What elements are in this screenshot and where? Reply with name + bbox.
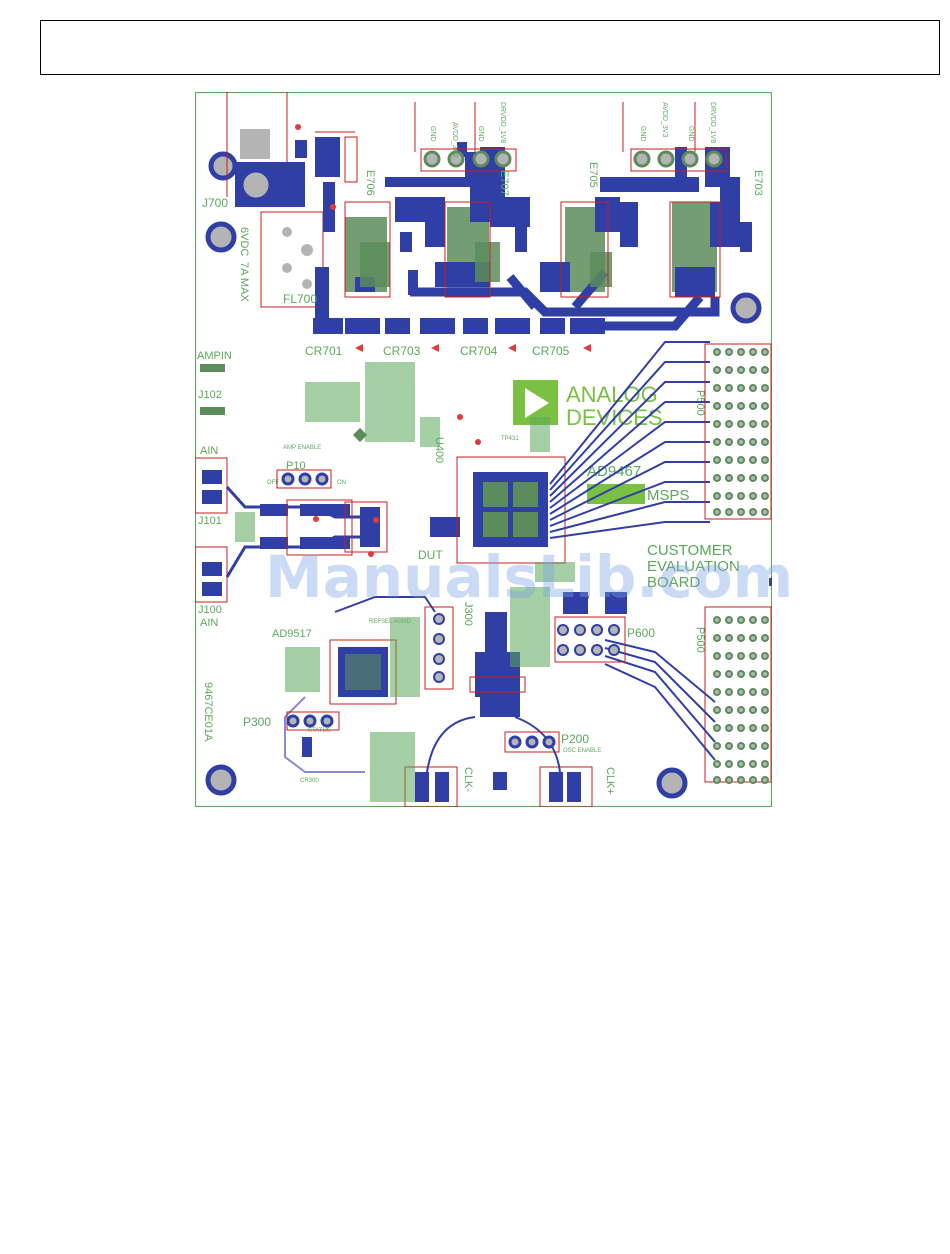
supply-a-label: 7A MAX xyxy=(238,262,250,302)
j700-pad-2 xyxy=(240,169,272,201)
p200-header xyxy=(504,731,560,753)
p10-header xyxy=(276,469,332,489)
p500-pins xyxy=(713,348,769,784)
ain-top-label: AIN xyxy=(200,445,218,457)
p500-header-top xyxy=(704,343,772,520)
cr-diodes xyxy=(313,318,605,352)
cr300-label: CR300 xyxy=(300,778,319,784)
j100-label: J100 xyxy=(198,604,222,616)
ampin-label: AMPIN xyxy=(197,350,232,362)
j102-label: J102 xyxy=(198,389,222,401)
p200-label: P200 xyxy=(561,732,589,746)
manualslib-watermark: ManualsLib.com xyxy=(265,543,794,611)
gnd-label-2: GND xyxy=(477,126,484,142)
e707-label: E707 xyxy=(498,170,510,196)
pcb-layout-figure: J700 CR701 CR703 CR704 CR705 FL700 AMPIN… xyxy=(194,91,790,808)
clk-left-label: CLK- xyxy=(462,767,474,792)
side-code-label: 9467CE01A xyxy=(202,682,214,742)
e705-label: E705 xyxy=(587,162,599,188)
status-label: STATUS xyxy=(308,728,331,734)
j300-label: J300 xyxy=(462,602,474,626)
p600-header xyxy=(554,592,627,663)
tp431-label: TP431 xyxy=(501,436,519,442)
fl700-label: FL700 xyxy=(283,292,317,306)
j700-pad-1 xyxy=(240,129,270,159)
power-connectors xyxy=(423,150,723,168)
j700-label: J700 xyxy=(202,196,228,210)
page-header-box xyxy=(40,20,940,75)
part-label: AD9467 xyxy=(587,463,641,480)
e706-label: E706 xyxy=(364,170,376,196)
title-line-1: CUSTOMER xyxy=(647,542,733,559)
p10-label: P10 xyxy=(286,460,306,472)
clock-section xyxy=(415,612,581,802)
p300-label: P300 xyxy=(243,715,271,729)
title-line-2: EVALUATION xyxy=(647,558,740,575)
j300-header xyxy=(424,606,454,690)
on-label: ON xyxy=(337,480,346,486)
ad9517-chip xyxy=(284,596,436,773)
amp-section xyxy=(260,504,460,549)
cr703-label: CR703 xyxy=(383,344,421,358)
cr705-label: CR705 xyxy=(532,344,570,358)
dut-chip xyxy=(456,341,710,564)
e703-label: E703 xyxy=(752,170,764,196)
cr704-label: CR704 xyxy=(460,344,498,358)
power-input xyxy=(226,92,358,308)
reg3-label: AVDD_3V3 xyxy=(661,102,668,137)
reg2-label: DRVDD_1V8 xyxy=(499,102,506,143)
gnd-label-1: GND xyxy=(429,126,436,142)
gnd-label-3: GND xyxy=(639,126,646,142)
amp-enable-label: AMP ENABLE xyxy=(283,445,321,451)
cr701-label: CR701 xyxy=(305,344,343,358)
p300-header xyxy=(286,711,340,731)
clk-right-label: CLK+ xyxy=(604,767,616,795)
ain-bottom-label: AIN xyxy=(200,617,218,629)
p500-bottom-label: P500 xyxy=(694,627,706,653)
dut-label: DUT xyxy=(418,548,443,562)
fl700-pads xyxy=(282,227,313,289)
p600-label: P600 xyxy=(627,626,655,640)
reg4-label: DRVDD_1V8 xyxy=(709,102,716,143)
supply-v-label: 6VDC xyxy=(238,227,250,256)
title-line-3: BOARD xyxy=(647,574,701,591)
gnd-label-4: GND xyxy=(687,126,694,142)
osc-enable-label: OSC ENABLE xyxy=(563,748,601,754)
off-label: OFF xyxy=(267,480,279,486)
reg1-label: AVDD_3V3 xyxy=(451,122,458,157)
speed-label: MSPS xyxy=(647,487,690,504)
mounting-holes xyxy=(205,151,762,799)
j101-label: J101 xyxy=(198,515,222,527)
ad9517-label: AD9517 xyxy=(272,628,312,640)
